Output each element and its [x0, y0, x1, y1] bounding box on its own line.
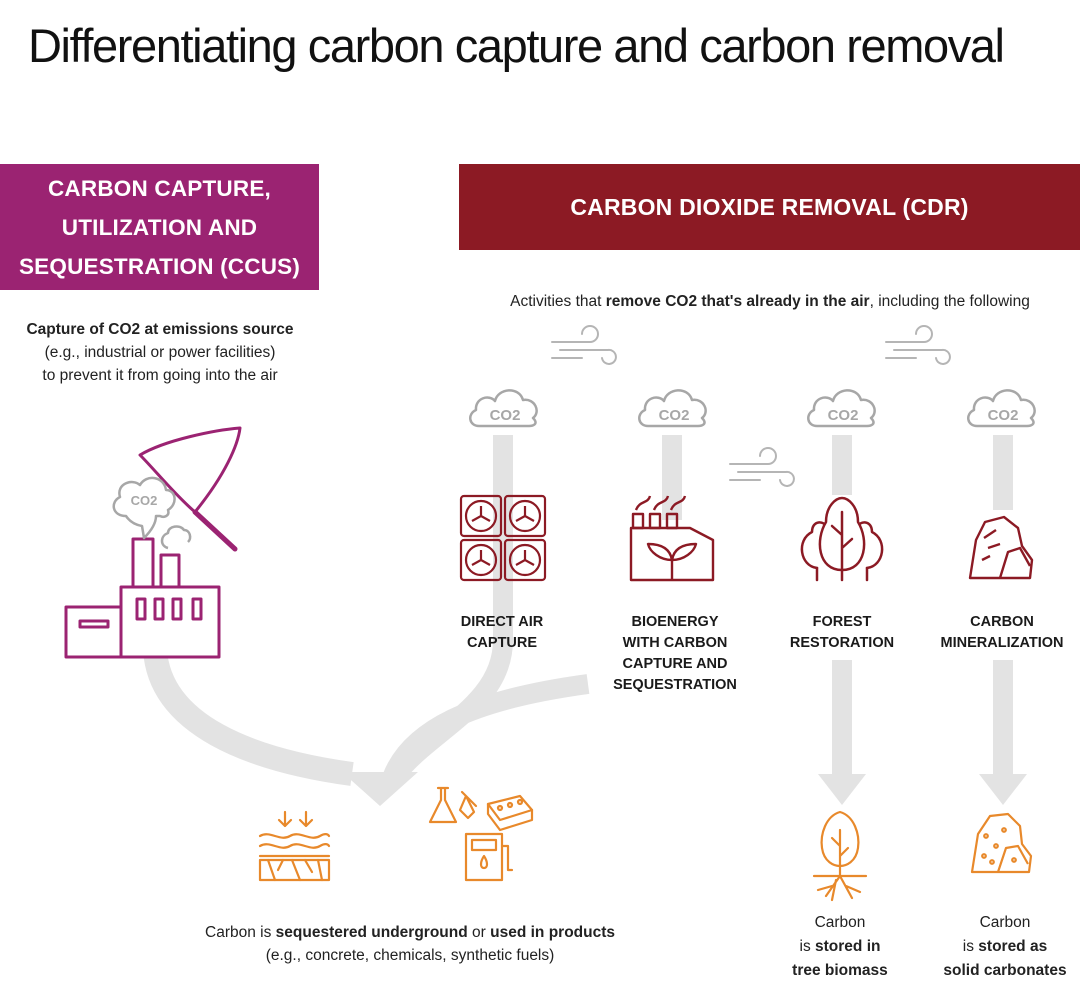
- outcome-bold: stored in: [815, 938, 881, 955]
- activity-label-line: FOREST: [812, 614, 872, 630]
- tree-biomass-icon: [812, 810, 868, 902]
- outcome-bold: sequestered underground: [275, 924, 468, 941]
- cloud-icon-beccs: CO2: [638, 389, 707, 428]
- cdr-desc-pre: Activities that: [510, 293, 606, 310]
- outcome-bold: solid carbonates: [943, 962, 1067, 979]
- cloud-label: CO2: [659, 407, 690, 424]
- activity-label-beccs: BIOENERGY WITH CARBON CAPTURE AND SEQUES…: [590, 612, 760, 696]
- wind-icon: [551, 325, 617, 365]
- arrowhead-forest: [818, 774, 866, 805]
- outcome-bold: used in products: [490, 924, 615, 941]
- factory-cloud-label: CO2: [131, 493, 158, 508]
- ccus-heading-line: CARBON CAPTURE,: [47, 175, 271, 201]
- ccus-desc-bold: Capture of CO2 at emissions source: [26, 321, 294, 338]
- wind-icon: [885, 325, 951, 365]
- flow-ccus: [143, 648, 354, 786]
- outcome-text: is: [962, 938, 979, 955]
- outcome-examples: (e.g., concrete, chemicals, synthetic fu…: [265, 947, 555, 964]
- outcome-solid-carbonates: Carbon is stored as solid carbonates: [925, 911, 1080, 983]
- ccus-desc-line3: to prevent it from going into the air: [42, 367, 278, 384]
- activity-label-line: CAPTURE AND: [622, 656, 728, 672]
- activity-label-line: MINERALIZATION: [940, 635, 1064, 651]
- underground-storage-icon: [258, 810, 331, 882]
- wind-icon: [729, 447, 795, 487]
- activity-label-forest: FOREST RESTORATION: [772, 612, 912, 654]
- cdr-heading: CARBON DIOXIDE REMOVAL (CDR): [570, 193, 969, 220]
- outcome-text: Carbon: [979, 914, 1031, 931]
- activity-label-dac: DIRECT AIR CAPTURE: [432, 612, 572, 654]
- ccus-desc-line2: (e.g., industrial or power facilities): [44, 344, 276, 361]
- flow-arrowheads: [342, 772, 1027, 806]
- ccus-description: Capture of CO2 at emissions source (e.g.…: [0, 318, 320, 387]
- ccus-heading-line: SEQUESTRATION (CCUS): [18, 253, 301, 279]
- arrowhead-mineral: [979, 774, 1027, 805]
- bioenergy-factory-icon: [629, 495, 715, 582]
- outcome-text: or: [467, 924, 491, 941]
- activity-label-line: WITH CARBON: [622, 635, 728, 651]
- mineral-rock-icon: [968, 515, 1034, 580]
- cloud-icon-mineral: CO2: [967, 389, 1036, 428]
- outcome-sequestered-or-products: Carbon is sequestered underground or use…: [160, 921, 660, 967]
- arrowhead-left: [342, 772, 418, 806]
- factory-cloud-icon: [112, 476, 192, 550]
- page-title: Differentiating carbon capture and carbo…: [28, 19, 1005, 72]
- outcome-text: Carbon: [814, 914, 866, 931]
- cloud-label: CO2: [988, 407, 1019, 424]
- flow-bands: [143, 435, 1013, 786]
- activity-label-line: BIOENERGY: [631, 614, 719, 630]
- cloud-icon-dac: CO2: [469, 389, 538, 428]
- activity-label-line: CAPTURE: [466, 635, 538, 651]
- outcome-tree-biomass: Carbon is stored in tree biomass: [770, 911, 910, 983]
- ccus-header: CARBON CAPTURE, UTILIZATION AND SEQUESTR…: [0, 164, 319, 290]
- cloud-label: CO2: [828, 407, 859, 424]
- cloud-label: CO2: [490, 407, 521, 424]
- flow-beccs-lower: [382, 674, 590, 782]
- activity-label-mineralization: CARBON MINERALIZATION: [922, 612, 1080, 654]
- cloud-icon-forest: CO2: [807, 389, 876, 428]
- outcome-text: is: [799, 938, 816, 955]
- activity-label-line: RESTORATION: [789, 635, 895, 651]
- products-icon: [428, 786, 534, 882]
- cdr-desc-bold: remove CO2 that's already in the air: [605, 293, 870, 310]
- activity-label-line: CARBON: [970, 614, 1034, 630]
- outcome-bold: stored as: [978, 938, 1048, 955]
- ccus-heading-line: UTILIZATION AND: [61, 214, 258, 240]
- activity-label-line: SEQUESTRATION: [613, 677, 737, 693]
- outcome-text: Carbon is: [205, 924, 276, 941]
- forest-icon: [800, 496, 884, 582]
- cdr-header: CARBON DIOXIDE REMOVAL (CDR): [459, 164, 1080, 250]
- cdr-desc-post: , including the following: [869, 293, 1030, 310]
- cdr-description: Activities that remove CO2 that's alread…: [440, 290, 1080, 313]
- factory-net-icon: [64, 426, 242, 659]
- solid-carbonate-icon: [970, 812, 1033, 874]
- direct-air-capture-icon: [459, 494, 547, 582]
- outcome-bold: tree biomass: [792, 962, 888, 979]
- activity-label-line: DIRECT AIR: [460, 614, 544, 630]
